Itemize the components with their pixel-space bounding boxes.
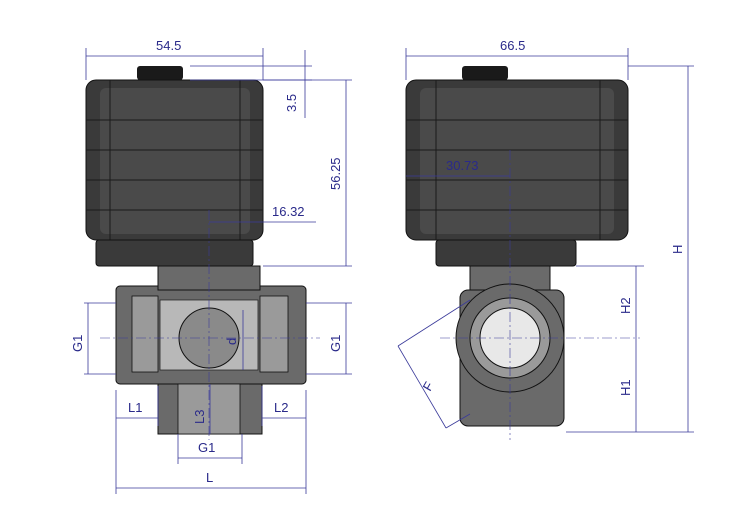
side-valve-body bbox=[455, 265, 565, 427]
dim-port-left: G1 bbox=[70, 335, 85, 352]
dim-port-bottom: G1 bbox=[198, 440, 215, 455]
dim-stem-offset: 16.32 bbox=[272, 204, 305, 219]
dim-cap-height: 3.5 bbox=[284, 94, 299, 112]
dim-len-right: L2 bbox=[274, 400, 288, 415]
front-knob bbox=[137, 66, 183, 80]
front-actuator-housing bbox=[85, 79, 264, 267]
dim-total-length: L bbox=[206, 470, 213, 485]
dim-bore: d bbox=[224, 338, 239, 345]
dim-actuator-height: 56.25 bbox=[328, 157, 343, 190]
side-knob bbox=[462, 66, 508, 80]
dim-lower-height: H1 bbox=[618, 379, 633, 396]
dim-side-offset: 30.73 bbox=[446, 158, 479, 173]
dim-flange-diag: F bbox=[420, 379, 437, 393]
side-view: 66.5 30.73 H H2 H1 F bbox=[397, 38, 694, 440]
dim-total-height: H bbox=[670, 245, 685, 254]
front-view: 54.5 3.5 56.25 16.32 G1 G1 d L1 bbox=[70, 38, 352, 494]
dim-front-width: 54.5 bbox=[156, 38, 181, 53]
side-actuator-housing bbox=[405, 79, 629, 267]
dim-side-width: 66.5 bbox=[500, 38, 525, 53]
dim-len-bottom: L3 bbox=[192, 410, 207, 424]
dim-upper-height: H2 bbox=[618, 297, 633, 314]
dim-len-left: L1 bbox=[128, 400, 142, 415]
dim-port-right: G1 bbox=[328, 335, 343, 352]
